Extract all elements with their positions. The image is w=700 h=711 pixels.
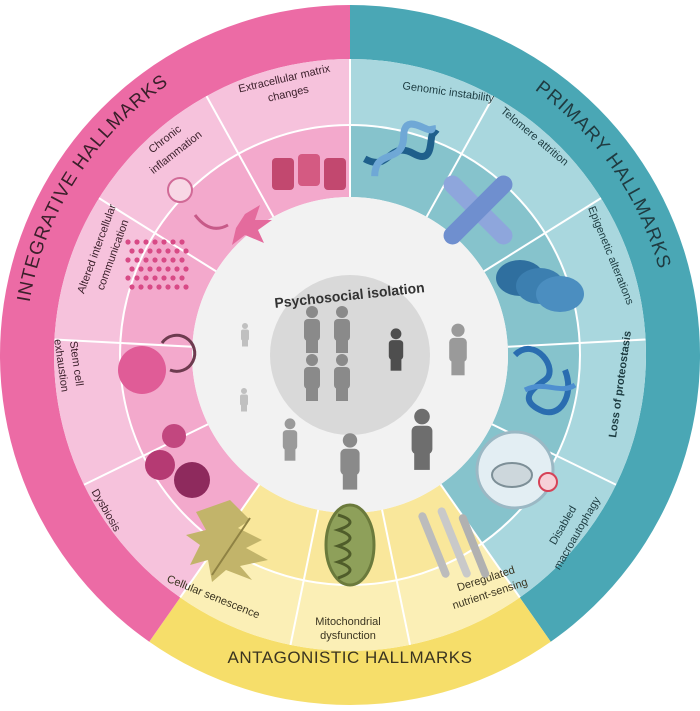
outer-band-layer: [0, 5, 700, 705]
signal-dot: [156, 248, 162, 254]
signal-dot: [183, 248, 189, 254]
person-icon: [334, 306, 350, 353]
signal-dot: [165, 284, 171, 290]
signal-dot: [143, 257, 149, 263]
segment-divider: [439, 483, 521, 599]
signal-dot: [125, 275, 131, 281]
antagonistic-band-title: ANTAGONISTIC HALLMARKS: [228, 648, 473, 667]
signal-dot: [179, 257, 185, 263]
person-icon: [304, 354, 320, 401]
signal-dot: [174, 284, 180, 290]
signal-dot: [134, 257, 140, 263]
segment-divider: [83, 423, 209, 486]
signal-dot: [138, 266, 144, 272]
segment-divider: [425, 95, 495, 218]
bacteria-icon: [145, 424, 210, 498]
antagonistic-outer-band: [149, 597, 551, 705]
signal-dot: [143, 239, 149, 245]
signal-dot: [156, 284, 162, 290]
person-icon: [449, 323, 467, 376]
signal-dots-icon: [125, 239, 189, 290]
cutlery-icon: [418, 507, 490, 578]
person-icon: [411, 408, 433, 470]
signal-dot: [134, 275, 140, 281]
signal-dot: [165, 248, 171, 254]
segment-divider: [507, 338, 646, 348]
dna-helix-icon: [362, 120, 440, 177]
signal-dot: [170, 239, 176, 245]
signal-dot: [156, 266, 162, 272]
person-icon: [340, 433, 360, 490]
segment-divider: [381, 509, 412, 646]
nucleosome-icon: [496, 260, 584, 312]
person-icon: [240, 388, 248, 412]
person-icon: [282, 418, 298, 461]
person-icon: [241, 323, 249, 347]
immune-cell-icon: [167, 177, 272, 245]
signal-dot: [125, 257, 131, 263]
signal-dot: [147, 266, 153, 272]
signal-dot: [183, 266, 189, 272]
signal-dot: [129, 266, 135, 272]
signal-dot: [183, 284, 189, 290]
signal-dot: [129, 284, 135, 290]
signal-dot: [170, 275, 176, 281]
withered-leaf-icon: [186, 500, 268, 582]
segment-divider: [54, 338, 193, 348]
signal-dot: [161, 275, 167, 281]
signal-dot: [174, 248, 180, 254]
signal-dot: [152, 275, 158, 281]
protein-fold-icon: [512, 345, 577, 416]
segment-divider: [483, 197, 602, 273]
signal-dot: [161, 239, 167, 245]
signal-dot: [165, 266, 171, 272]
signal-dot: [179, 275, 185, 281]
person-icon: [388, 328, 404, 371]
segment-divider: [98, 197, 217, 273]
signal-dot: [170, 257, 176, 263]
tissue-cells-icon: [272, 154, 346, 190]
signal-dot: [161, 257, 167, 263]
segment-divider: [205, 95, 275, 218]
people-group: [240, 306, 467, 490]
chromosome-icon: [443, 175, 513, 245]
signal-dot: [138, 284, 144, 290]
signal-dot: [152, 239, 158, 245]
signal-dot: [179, 239, 185, 245]
integrative-outer-band: [0, 5, 350, 642]
antagonistic-label-ring: [180, 543, 520, 651]
label-mitochondrial-line2: dysfunction: [320, 630, 376, 642]
signal-dot: [134, 239, 140, 245]
autophagosome-icon: [475, 430, 558, 510]
segment-divider: [289, 509, 320, 646]
signal-dot: [147, 248, 153, 254]
signal-dot: [125, 239, 131, 245]
signal-dot: [147, 284, 153, 290]
mitochondrion-icon: [324, 503, 376, 587]
person-icon: [304, 306, 320, 353]
signal-dot: [129, 248, 135, 254]
signal-dot: [143, 275, 149, 281]
stem-cell-icon: [118, 333, 197, 394]
signal-dot: [174, 266, 180, 272]
person-icon: [334, 354, 350, 401]
label-mitochondrial-line1: Mitochondrial: [315, 616, 380, 628]
primary-outer-band: [350, 5, 700, 642]
signal-dot: [138, 248, 144, 254]
signal-dot: [152, 257, 158, 263]
